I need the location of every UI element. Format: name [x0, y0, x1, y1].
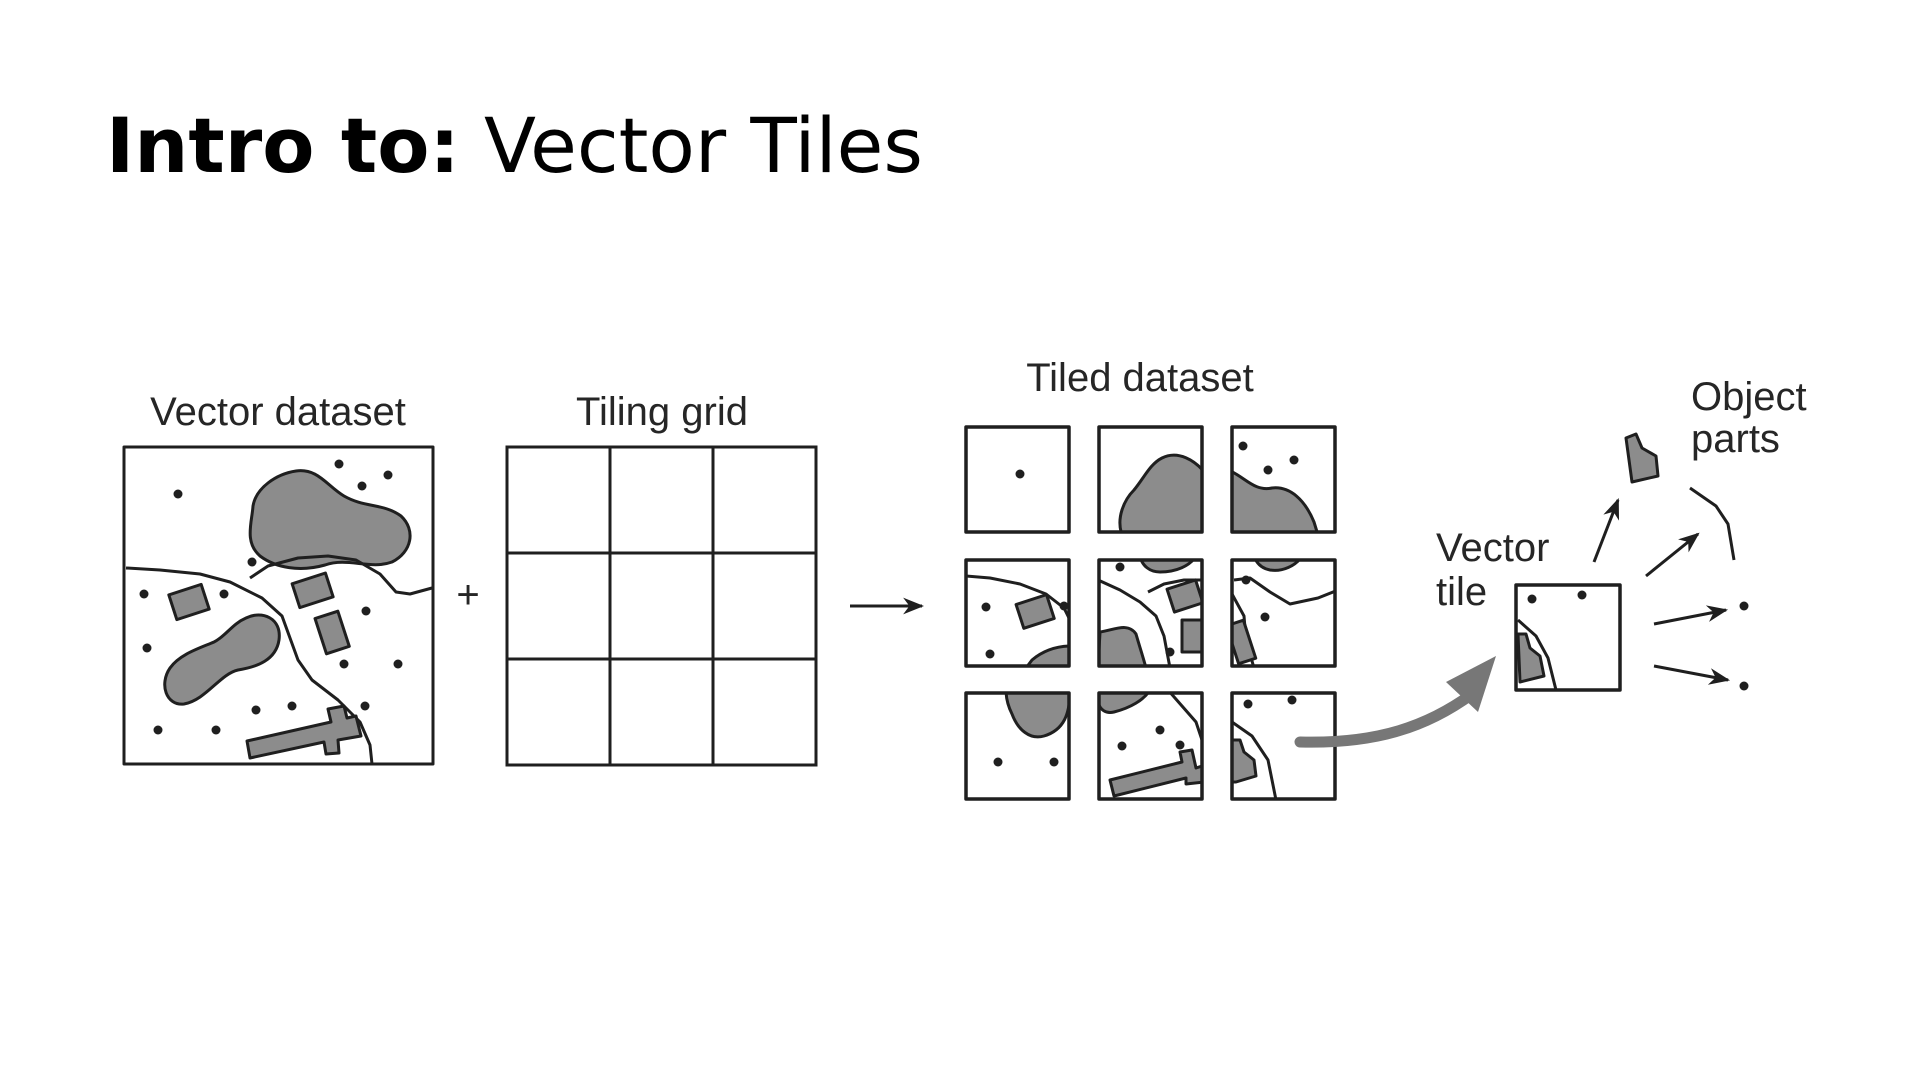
building-2 — [290, 571, 335, 610]
tile-r2c1 — [1097, 691, 1204, 801]
arrow-to-polygon — [1592, 498, 1620, 563]
label-vector-tile-line1: Vector — [1436, 526, 1549, 570]
vector-dataset-panel — [122, 445, 435, 766]
tile-r1c0 — [964, 558, 1071, 668]
tiling-grid-panel — [505, 445, 818, 767]
tiling-grid-frame — [505, 445, 818, 767]
arrow-to-line — [1645, 532, 1700, 578]
title-rest: Vector Tiles — [483, 101, 923, 190]
part-point-2 — [1739, 681, 1749, 691]
tile-r2c0 — [964, 691, 1071, 801]
arrow-to-point-2 — [1653, 664, 1731, 685]
curved-arrow — [1294, 656, 1496, 748]
title-bold: Intro to: — [106, 101, 460, 190]
lake-polygon-2 — [163, 613, 281, 706]
object-parts — [1624, 432, 1749, 691]
label-tiling-grid: Tiling grid — [576, 390, 748, 434]
part-polygon — [1624, 432, 1660, 484]
object-parts-arrows — [1592, 498, 1731, 685]
label-vector-dataset: Vector dataset — [150, 390, 406, 434]
tile-r0c1 — [1097, 425, 1204, 534]
slide-title: Intro to: Vector Tiles — [106, 100, 923, 191]
tiled-dataset-panel — [964, 425, 1337, 801]
vector-tile — [1514, 583, 1622, 692]
road-line — [125, 566, 374, 765]
label-object-parts-line1: Object — [1691, 375, 1807, 419]
arrow-to-point-1 — [1653, 605, 1729, 626]
label-vector-tile-line2: tile — [1436, 570, 1487, 614]
part-line — [1689, 486, 1736, 561]
building-3 — [313, 609, 351, 656]
tile-r2c2 — [1230, 691, 1337, 801]
point-features — [139, 459, 403, 735]
tile-r0c0 — [964, 425, 1071, 534]
building-1 — [167, 582, 211, 622]
tile-r1c1 — [1097, 558, 1204, 668]
label-object-parts-line2: parts — [1691, 417, 1780, 461]
plus-sign: + — [456, 573, 479, 617]
label-tiled-dataset: Tiled dataset — [1026, 356, 1254, 400]
part-point-1 — [1739, 601, 1749, 611]
building-4 — [245, 704, 363, 760]
tile-r0c2 — [1230, 425, 1337, 534]
tile-r1c2 — [1230, 558, 1337, 668]
road-line-upper — [249, 554, 433, 596]
